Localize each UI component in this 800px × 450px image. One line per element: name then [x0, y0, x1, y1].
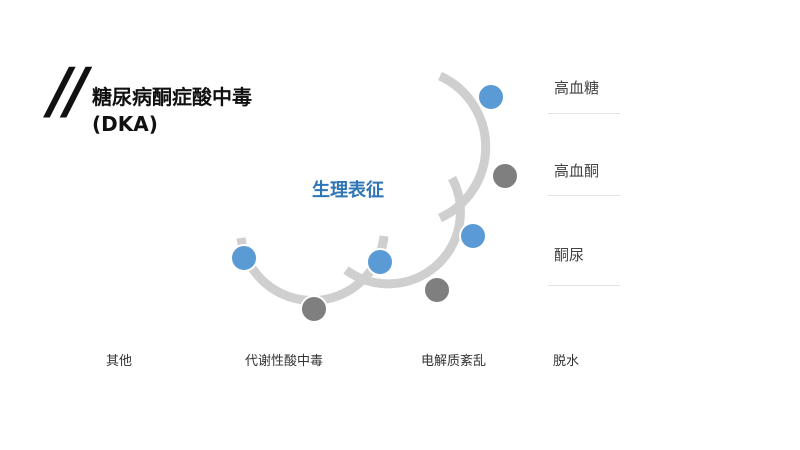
quote-mark-icon: // [48, 54, 87, 127]
arc-middle [343, 175, 465, 289]
label-electrolyte-disorder: 电解质紊乱 [421, 354, 487, 369]
node-ketonuria [459, 222, 487, 250]
label-dehydration: 脱水 [553, 354, 580, 369]
node-high-blood-sugar [477, 83, 505, 111]
label-metabolic-acidosis: 代谢性酸中毒 [245, 354, 324, 369]
node-other [230, 244, 258, 272]
divider [548, 195, 620, 196]
label-ketonuria: 酮尿 [554, 246, 585, 264]
arc-bottom [236, 235, 389, 306]
node-dehydration [366, 248, 394, 276]
divider [548, 285, 620, 286]
node-metabolic-acidosis [300, 295, 328, 323]
node-electrolyte [423, 276, 451, 304]
page-title: 糖尿病酮症酸中毒 (DKA) [92, 84, 252, 138]
title-line-2: (DKA) [92, 112, 158, 136]
label-high-blood-ketone: 高血酮 [554, 162, 600, 180]
node-high-blood-ketone [491, 162, 519, 190]
divider [548, 113, 620, 114]
label-other: 其他 [106, 354, 133, 369]
label-high-blood-sugar: 高血糖 [554, 79, 600, 97]
title-line-1: 糖尿病酮症酸中毒 [92, 85, 252, 109]
center-label: 生理表征 [312, 180, 384, 201]
